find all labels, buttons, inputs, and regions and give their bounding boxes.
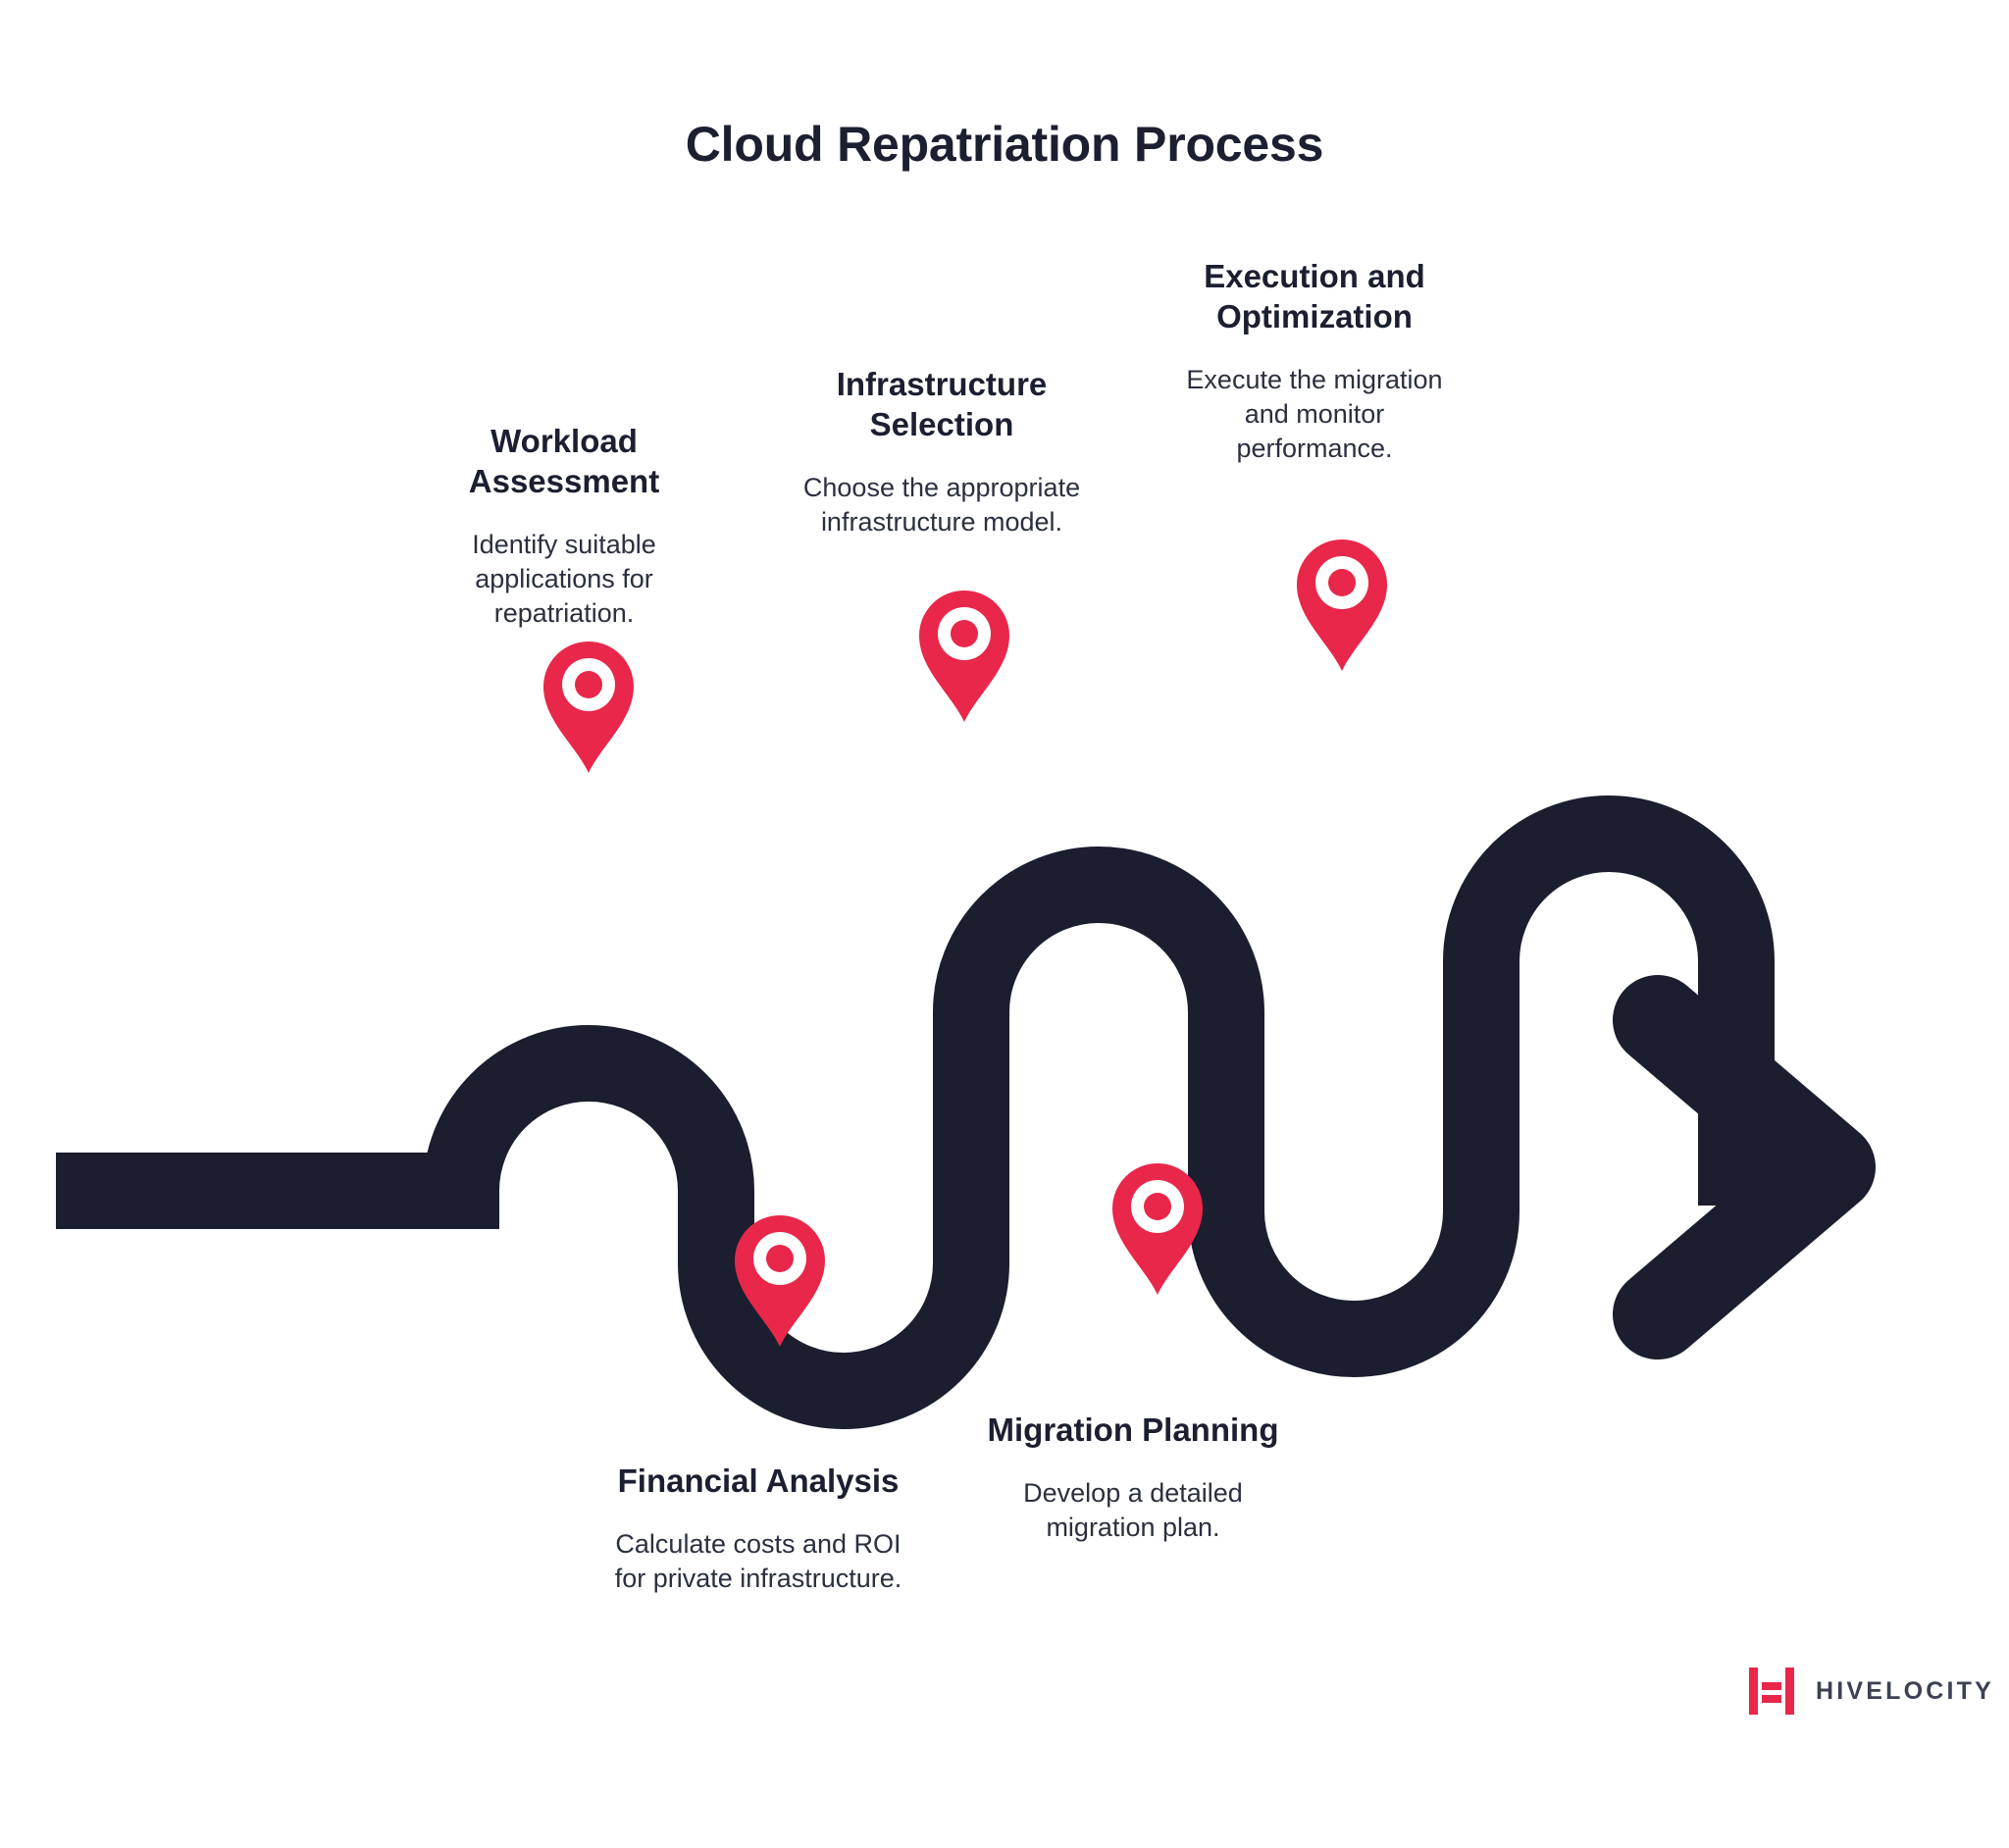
hivelocity-logo: HIVELOCITY [1749,1668,1994,1715]
step-workload-assessment: Workload Assessment Identify suitable ap… [422,422,706,631]
arrow-head-icon [1613,975,1876,1360]
hivelocity-bars-icon [1749,1668,1794,1715]
step-description: Develop a detailed migration plan. [1023,1477,1243,1542]
step-title: Infrastructure Selection [836,366,1048,442]
logo-wordmark: HIVELOCITY [1816,1676,1995,1705]
step-title: Workload Assessment [468,423,660,499]
page-title: Cloud Repatriation Process [685,117,1324,172]
map-pin-icon[interactable] [919,590,1009,722]
logo-bar-upper [1762,1682,1781,1690]
step-title: Execution and Optimization [1204,258,1425,334]
logo-bar-left [1749,1668,1758,1715]
map-pin-icon[interactable] [543,642,634,773]
logo-bar-right [1785,1668,1794,1715]
step-financial-analysis: Financial Analysis Calculate costs and R… [606,1462,910,1596]
step-execution-and-optimization: Execution and Optimization Execute the m… [1167,257,1462,466]
step-description: Execute the migration and monitor perfor… [1186,364,1443,463]
step-description: Calculate costs and ROI for private infr… [614,1528,902,1593]
winding-arrow-path [56,795,1834,1430]
step-migration-planning: Migration Planning Develop a detailed mi… [986,1411,1280,1545]
map-pin-icon[interactable] [1297,539,1387,671]
step-infrastructure-selection: Infrastructure Selection Choose the appr… [785,365,1099,539]
step-title: Financial Analysis [617,1463,900,1499]
step-description: Choose the appropriate infrastructure mo… [802,472,1081,537]
step-description: Identify suitable applications for repat… [472,529,656,628]
logo-bar-lower [1762,1695,1781,1703]
step-title: Migration Planning [987,1412,1279,1448]
map-pin-icon[interactable] [735,1215,825,1347]
map-pin-icon[interactable] [1112,1163,1203,1295]
